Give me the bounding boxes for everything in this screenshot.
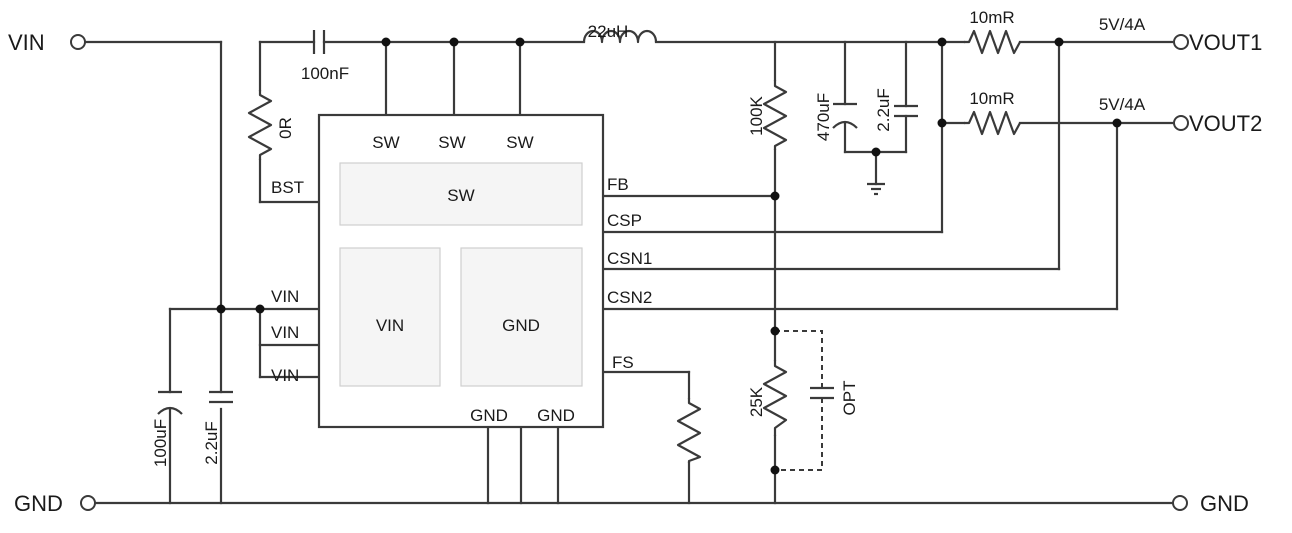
pin-csp: CSP — [607, 211, 642, 230]
input-ceramic-capacitor-label: 2.2uF — [202, 421, 221, 464]
vin-terminal — [70, 34, 86, 50]
optional-capacitor — [775, 330, 834, 471]
vout1-terminal-label: VOUT1 — [1189, 30, 1262, 55]
boot-capacitor — [312, 30, 326, 54]
fs-resistor — [676, 398, 702, 463]
pin-csn1: CSN1 — [607, 249, 652, 268]
input-bulk-capacitor-label: 100uF — [151, 419, 170, 467]
pin-vin-1: VIN — [271, 287, 299, 306]
ic-vin-block-label: VIN — [376, 316, 404, 335]
output-ceramic-capacitor-label: 2.2uF — [874, 88, 893, 131]
fb-top-resistor — [762, 80, 788, 150]
pin-vin-3: VIN — [271, 366, 299, 385]
input-ceramic-capacitor — [209, 390, 233, 404]
inductor — [582, 29, 658, 44]
pin-gnd-1: GND — [470, 406, 508, 425]
junction-dots — [216, 37, 1122, 475]
sense-resistor-2 — [964, 110, 1021, 136]
gnd-left-terminal — [80, 495, 96, 511]
pin-sw-3: SW — [506, 133, 533, 152]
pin-csn2: CSN2 — [607, 288, 652, 307]
pin-bst: BST — [271, 178, 304, 197]
pin-sw-2: SW — [438, 133, 465, 152]
ic-gnd-block-label: GND — [502, 316, 540, 335]
sense-resistor-1-label: 10mR — [969, 8, 1014, 27]
pin-sw-1: SW — [372, 133, 399, 152]
fb-top-resistor-label: 100K — [747, 95, 766, 135]
vout2-terminal-label: VOUT2 — [1189, 111, 1262, 136]
optional-capacitor-label: OPT — [840, 381, 859, 416]
boot-capacitor-label: 100nF — [301, 64, 349, 83]
boot-resistor-label: 0R — [276, 117, 295, 139]
pin-vin-2: VIN — [271, 323, 299, 342]
ic-vin-block — [339, 247, 441, 387]
vin-terminal-label: VIN — [8, 30, 45, 55]
ic-sw-block — [339, 162, 583, 226]
output-ceramic-capacitor — [894, 104, 918, 118]
wires — [84, 40, 1174, 505]
boot-resistor — [247, 90, 273, 160]
output-bulk-capacitor — [832, 102, 858, 129]
input-bulk-capacitor — [157, 390, 183, 415]
sense-resistor-2-label: 10mR — [969, 89, 1014, 108]
vout2-terminal — [1173, 115, 1189, 131]
output-2-rating: 5V/4A — [1099, 95, 1146, 114]
ground-icon — [867, 182, 885, 196]
controller-ic: SW VIN GND SW SW SW BST VIN VIN VIN FB C… — [271, 113, 652, 429]
ic-gnd-block — [460, 247, 583, 387]
fb-bottom-resistor — [762, 360, 788, 436]
sense-resistor-1 — [964, 29, 1021, 55]
vout1-terminal — [1173, 34, 1189, 50]
gnd-right-terminal — [1172, 495, 1188, 511]
pin-fs: FS — [612, 353, 634, 372]
pin-fb: FB — [607, 175, 629, 194]
output-bulk-capacitor-label: 470uF — [814, 93, 833, 141]
gnd-left-terminal-label: GND — [14, 491, 63, 516]
fb-bottom-resistor-label: 25K — [747, 386, 766, 417]
inductor-label: 22uH — [588, 22, 629, 41]
gnd-right-terminal-label: GND — [1200, 491, 1249, 516]
ic-sw-block-label: SW — [447, 186, 474, 205]
pin-gnd-2: GND — [537, 406, 575, 425]
output-1-rating: 5V/4A — [1099, 15, 1146, 34]
